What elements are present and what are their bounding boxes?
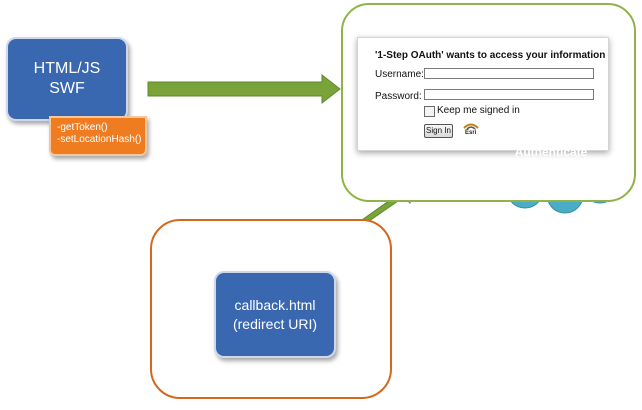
callback-line2: (redirect URI) <box>232 315 317 332</box>
keep-signed-in-label: Keep me signed in <box>437 105 520 116</box>
cloud-label-line1: Authenticate <box>514 145 588 159</box>
method-set-location-hash: -setLocationHash() <box>57 134 142 145</box>
arrow-app-to-popup <box>147 73 341 105</box>
keep-signed-in-checkbox[interactable] <box>424 106 435 117</box>
cloud-label-line2: with Online <box>518 161 584 175</box>
app-box-line2: SWF <box>49 80 85 97</box>
app-box-line1: HTML/JS <box>33 60 101 77</box>
oauth-login-dialog: '1-Step OAuth' wants to access your info… <box>357 37 609 151</box>
sign-in-button[interactable]: Sign In <box>424 124 453 138</box>
username-label: Username: <box>375 69 424 80</box>
method-get-token: -getToken() <box>57 122 108 133</box>
dialog-heading: '1-Step OAuth' wants to access your info… <box>375 50 606 61</box>
esri-logo-text: Esri <box>465 130 477 136</box>
username-field[interactable] <box>424 68 594 79</box>
password-label: Password: <box>375 91 422 102</box>
cloud-label: Authenticate with Online <box>500 144 602 176</box>
html-js-swf-box: HTML/JS SWF <box>6 37 128 121</box>
popup-title: OAuth Login Popup (Embedded Page) <box>355 8 612 25</box>
callback-line1: callback.html <box>234 296 316 313</box>
esri-logo-icon: Esri <box>462 122 480 138</box>
callback-html-box: callback.html (redirect URI) <box>214 271 336 358</box>
methods-note: -getToken() -setLocationHash() <box>49 116 147 156</box>
password-field[interactable] <box>424 89 594 100</box>
